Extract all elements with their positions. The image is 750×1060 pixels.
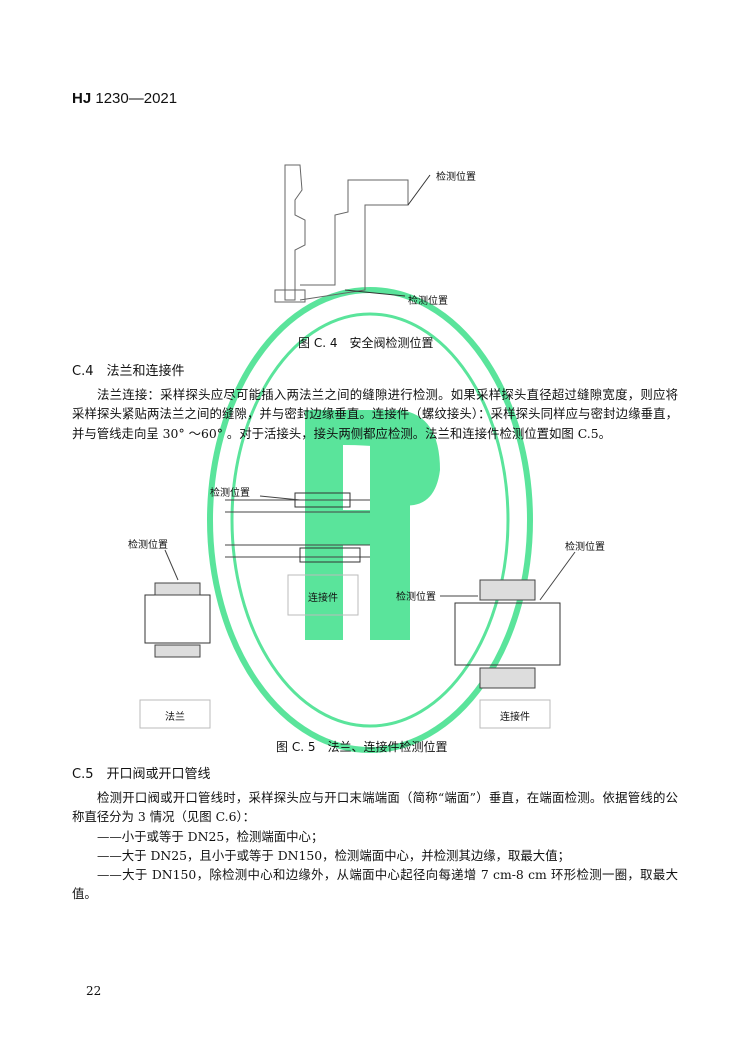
paragraph: 法兰连接：采样探头应尽可能插入两法兰之间的缝隙进行检测。如果采样探头直径超过缝隙… xyxy=(72,387,678,441)
list-item: ——大于 DN25，且小于或等于 DN150，检测端面中心，并检测其边缘，取最大… xyxy=(97,847,570,863)
detection-label: 检测位置 xyxy=(408,296,448,307)
page-number: 22 xyxy=(86,984,102,998)
figure-caption: 图 C. 4 安全阀检测位置 xyxy=(298,336,434,350)
section-c5: C.5 开口阀或开口管线 检测开口阀或开口管线时，采样探头应与开口末端端面（简称… xyxy=(72,763,678,904)
list-item: ——小于或等于 DN25，检测端面中心； xyxy=(97,828,324,844)
detection-label: 检测位置 xyxy=(128,540,168,551)
standard-code: HJ 1230—2021 xyxy=(72,90,178,107)
box-label: 法兰 xyxy=(165,712,185,723)
section-heading: C.5 开口阀或开口管线 xyxy=(72,767,211,782)
detection-label: 检测位置 xyxy=(436,172,476,183)
section-heading: C.4 法兰和连接件 xyxy=(72,364,185,379)
detection-label: 检测位置 xyxy=(565,542,605,553)
detection-label: 检测位置 xyxy=(396,592,436,603)
paragraph: 检测开口阀或开口管线时，采样探头应与开口末端端面（简称“端面”）垂直，在端面检测… xyxy=(72,790,678,825)
box-label: 连接件 xyxy=(500,712,530,723)
detection-label: 检测位置 xyxy=(210,488,250,499)
section-c4: C.4 法兰和连接件 法兰连接：采样探头应尽可能插入两法兰之间的缝隙进行检测。如… xyxy=(72,360,678,443)
list-item: ——大于 DN150，除检测中心和边缘外，从端面中心起径向每递增 7 cm-8 … xyxy=(72,867,678,902)
figure-caption: 图 C. 5 法兰、连接件检测位置 xyxy=(276,740,448,754)
box-label: 连接件 xyxy=(308,593,338,604)
